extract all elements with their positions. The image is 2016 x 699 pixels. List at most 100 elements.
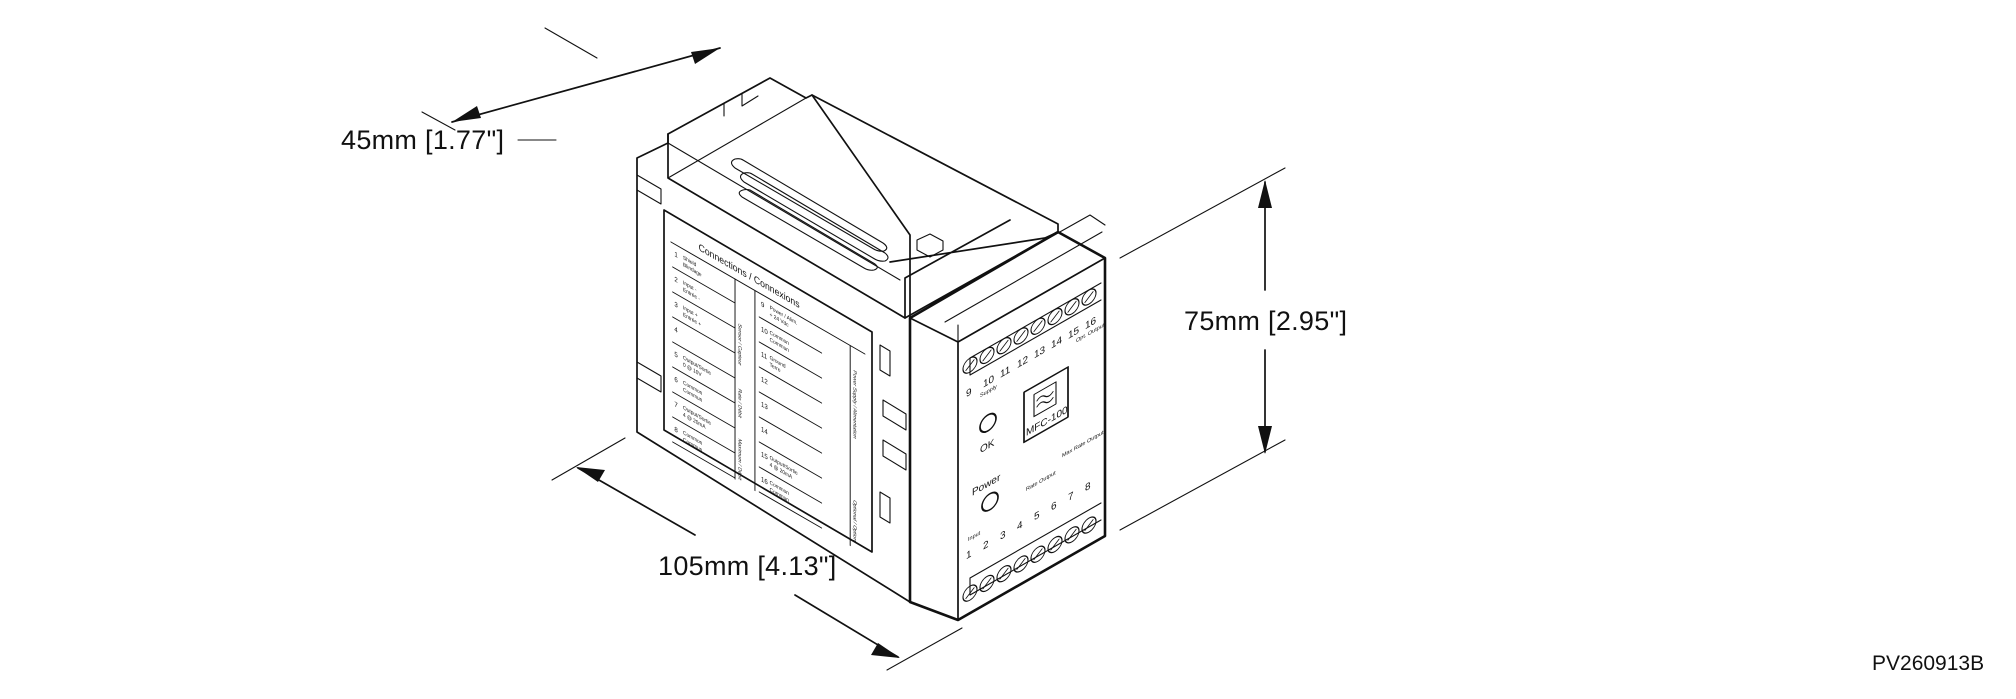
- connection-number: 7: [674, 401, 677, 410]
- connection-number: 10: [761, 326, 768, 337]
- terminal-number: 1: [966, 548, 972, 562]
- height-dimension: 75mm [2.95"]: [1119, 167, 1347, 531]
- screw-slot: [1016, 558, 1026, 570]
- terminal-number: 9: [966, 386, 972, 400]
- connection-row-divider: [758, 466, 823, 504]
- front-face-inner: [909, 257, 1106, 621]
- vent-slots: [730, 158, 889, 271]
- logo-mark: [1033, 381, 1057, 418]
- side-slot-lower: [879, 491, 891, 524]
- connection-number: 12: [761, 376, 768, 387]
- connection-number: 8: [674, 426, 677, 435]
- group-maximum-label: Maximum / Débit: [737, 437, 742, 482]
- terminal-number: 8: [1085, 480, 1091, 494]
- terminal-number: 4: [1017, 519, 1023, 533]
- connection-row-divider: [758, 416, 823, 454]
- screw-slot: [982, 349, 992, 362]
- terminal-screw: [1013, 555, 1029, 573]
- vent-slot-2: [739, 172, 889, 262]
- terminal-number: 10: [983, 373, 994, 390]
- height-ext-line-top: [1119, 167, 1286, 259]
- connection-row-divider: [758, 366, 823, 404]
- connection-row-divider: [672, 291, 736, 329]
- terminal-number: 5: [1034, 509, 1040, 523]
- terminal-screw: [1013, 327, 1029, 345]
- din-notch: [636, 157, 662, 393]
- connection-row-divider: [758, 441, 823, 479]
- screw-slot: [1033, 548, 1043, 561]
- terminal-number: 11: [1000, 364, 1010, 381]
- screw-slot: [965, 587, 975, 600]
- top-terminal-screws: [962, 288, 1097, 374]
- terminal-screw: [962, 356, 978, 374]
- connection-subtext: Terre: [770, 362, 781, 374]
- group-rate-label: Rate / Débit: [737, 387, 742, 419]
- side-slot-upper: [879, 344, 891, 377]
- connection-number: 16: [761, 476, 768, 487]
- screw-slot: [1084, 291, 1094, 303]
- terminal-screw: [979, 346, 995, 365]
- vent-slot-1: [730, 158, 888, 252]
- terminal-number: 13: [1034, 344, 1045, 361]
- screw-slot: [1050, 310, 1060, 323]
- height-ext-line-bottom: [1119, 439, 1286, 531]
- connection-row-divider: [672, 416, 736, 454]
- screw-slot: [982, 577, 992, 590]
- height-label: 75mm [2.95"]: [1184, 306, 1347, 336]
- width-label: 45mm [1.77"]: [341, 125, 504, 155]
- connection-number: 9: [761, 301, 764, 310]
- terminal-screw: [1081, 516, 1097, 534]
- depth-arrow-tip-2: [871, 643, 900, 658]
- connection-number: 2: [674, 276, 677, 285]
- screw-slot: [1067, 300, 1077, 313]
- group-sensor-label: Sensor / Capteur: [737, 322, 742, 367]
- terminal-number: 12: [1017, 354, 1028, 371]
- terminal-screw: [1064, 298, 1080, 316]
- top-clip: [916, 233, 944, 258]
- screw-slot: [1050, 538, 1060, 551]
- top-step-line: [723, 93, 759, 117]
- connection-number: 6: [674, 376, 677, 385]
- connection-row-divider: [672, 316, 736, 354]
- width-dim-line: [451, 47, 721, 123]
- terminal-screw: [1030, 545, 1046, 563]
- screw-slot: [999, 339, 1009, 352]
- terminal-screw: [979, 574, 995, 593]
- vent-slot-3: [738, 188, 878, 271]
- drawing-reference: PV260913B: [1872, 652, 1984, 675]
- connection-number: 1: [674, 251, 677, 260]
- connection-row-divider: [672, 266, 736, 304]
- bottom-group-input: Input: [968, 530, 981, 543]
- terminal-number: 16: [1085, 315, 1096, 332]
- terminal-number: 6: [1051, 499, 1057, 513]
- terminal-number: 14: [1051, 334, 1062, 351]
- depth-ext-line-2: [886, 627, 963, 671]
- connection-number: 13: [761, 401, 768, 412]
- connection-number: 15: [761, 451, 768, 462]
- depth-ext-line-1: [551, 437, 626, 481]
- connection-number: 3: [674, 301, 677, 310]
- connection-row-divider: [672, 391, 736, 429]
- terminal-screw: [1047, 535, 1063, 554]
- height-arrow-tip-bottom: [1258, 426, 1272, 454]
- terminal-screw: [1030, 317, 1046, 335]
- screw-slot: [999, 567, 1009, 580]
- depth-arrow-tip-1: [576, 467, 605, 482]
- bottom-group-rate: Rate Output: [1026, 470, 1056, 493]
- width-ext-line-2: [421, 111, 456, 131]
- top-terminal-strip: [929, 214, 1106, 376]
- terminal-screw: [996, 564, 1012, 583]
- power-led: [981, 491, 999, 512]
- bottom-group-max: Max Rate Output: [1062, 430, 1104, 459]
- width-arrow-tip-2: [691, 48, 720, 64]
- terminal-screw: [1047, 307, 1063, 326]
- connection-label-panel: [663, 209, 873, 553]
- terminal-number: 3: [1000, 528, 1006, 542]
- depth-label: 105mm [4.13"]: [658, 551, 837, 581]
